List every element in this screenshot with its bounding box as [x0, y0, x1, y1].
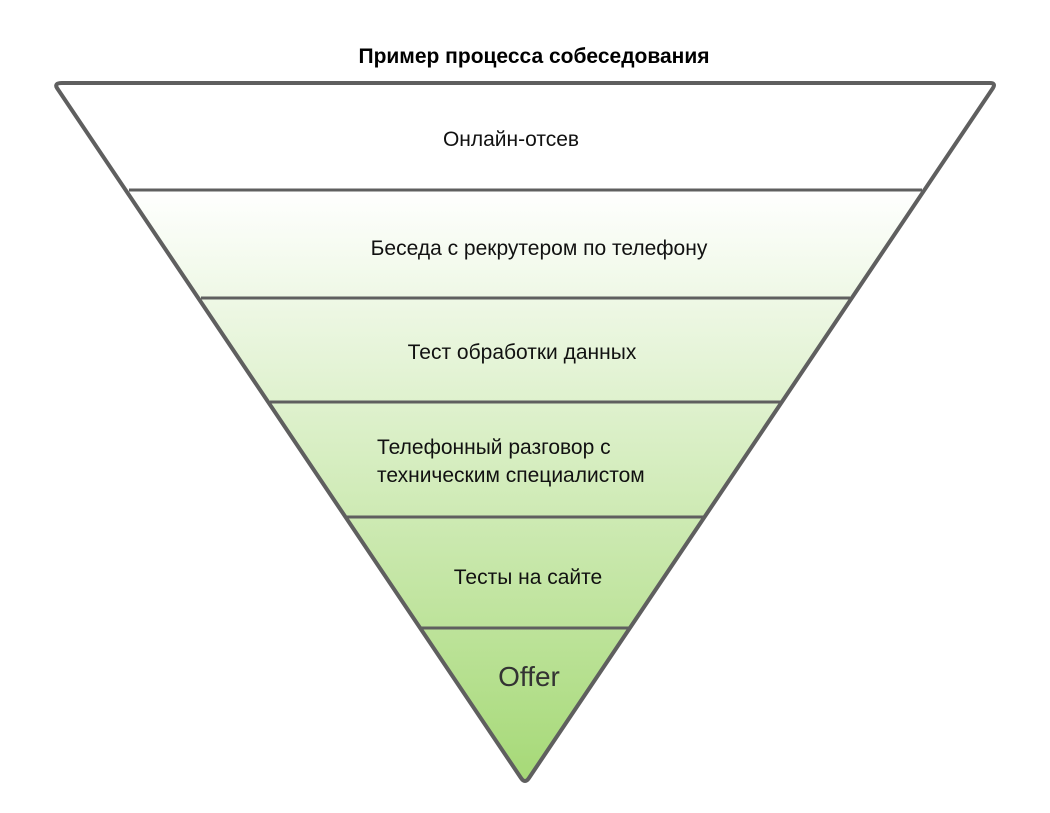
stage-6-label: Offer — [498, 661, 560, 692]
stage-dividers — [129, 188, 922, 630]
stage-3-label: Тест обработки данных — [408, 341, 637, 364]
funnel-outline — [54, 81, 996, 783]
stage-2-label: Беседа с рекрутером по телефону — [371, 237, 708, 260]
stage-1-label: Онлайн-отсев — [443, 128, 579, 151]
stage-5-label: Тесты на сайте — [454, 566, 602, 589]
stage-4-label-line1: Телефонный разговор с — [377, 436, 611, 459]
diagram-title: Пример процесса собеседования — [358, 45, 709, 68]
stage-4-label-line2: техническим специалистом — [377, 464, 645, 487]
